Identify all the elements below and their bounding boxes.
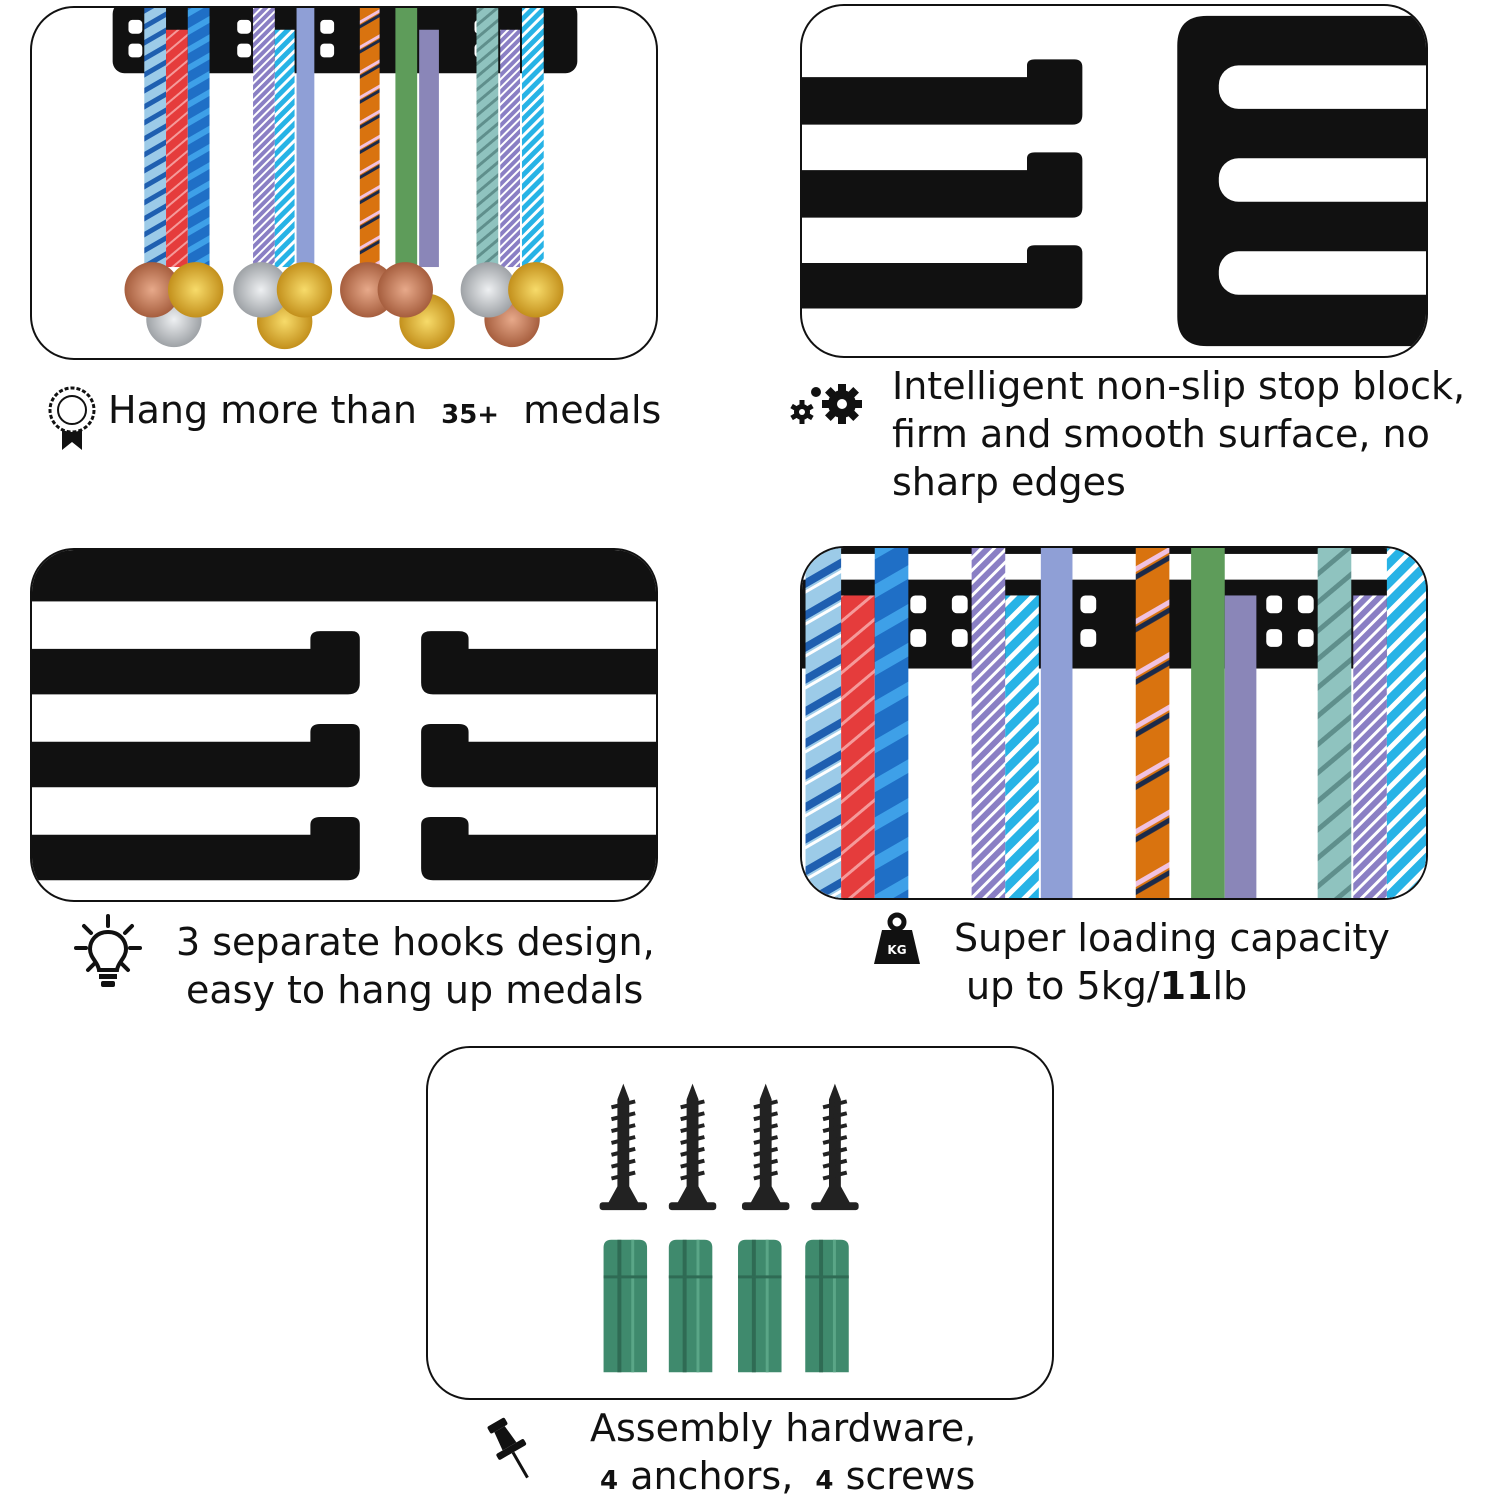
hooks-caption-line-2: easy to hang up medals bbox=[186, 968, 644, 1012]
stop-block-caption-line-2: firm and smooth surface, no bbox=[892, 412, 1430, 456]
screws-count: 4 bbox=[815, 1466, 834, 1496]
hooks-caption: 3 separate hooks design, easy to hang up… bbox=[176, 918, 655, 1014]
medals-caption-before: Hang more than bbox=[108, 388, 418, 432]
stop-block-illustration bbox=[802, 15, 1426, 347]
kg-weight-icon: KG bbox=[872, 912, 922, 966]
hardware-caption-line-1: Assembly hardware, bbox=[590, 1406, 977, 1450]
hardware-caption: Assembly hardware, 4 anchors, 4 screws bbox=[590, 1404, 976, 1505]
medal-rosette-icon bbox=[46, 384, 98, 452]
kg-label: KG bbox=[887, 943, 906, 957]
stop-block-caption-line-3: sharp edges bbox=[892, 460, 1126, 504]
loading-capacity-panel bbox=[800, 546, 1428, 900]
capacity-caption-line-1: Super loading capacity bbox=[954, 916, 1390, 960]
hooks-closeup-panel bbox=[30, 548, 658, 902]
capacity-caption: Super loading capacity up to 5kg/11lb bbox=[954, 914, 1390, 1010]
hardware-caption-line-2: 4 anchors, 4 screws bbox=[590, 1452, 976, 1505]
capacity-caption-line-2: up to 5kg/11lb bbox=[954, 962, 1390, 1010]
capacity-caption-line-2-before: up to 5kg/ bbox=[966, 964, 1160, 1008]
screws-label: screws bbox=[845, 1454, 976, 1498]
medal-hanger-illustration bbox=[112, 8, 578, 350]
stop-block-caption: Intelligent non-slip stop block, firm an… bbox=[892, 362, 1465, 506]
medal-hanger-photo-panel bbox=[30, 6, 658, 360]
gears-icon bbox=[788, 380, 864, 428]
lightbulb-icon bbox=[72, 914, 144, 990]
hooks-illustration bbox=[32, 550, 656, 881]
pushpin-icon bbox=[486, 1414, 536, 1484]
medals-caption: Hang more than 35+ medals bbox=[108, 386, 661, 439]
capacity-pounds-value: 11 bbox=[1159, 964, 1213, 1008]
hardware-panel bbox=[426, 1046, 1054, 1400]
hardware-illustration bbox=[599, 1081, 861, 1373]
anchors-count: 4 bbox=[600, 1466, 619, 1496]
capacity-caption-line-2-after: lb bbox=[1212, 964, 1248, 1008]
ribbons-closeup-illustration bbox=[802, 548, 1426, 898]
medals-caption-after: medals bbox=[523, 388, 662, 432]
stop-block-closeup-panel bbox=[800, 4, 1428, 358]
anchors-label: anchors, bbox=[630, 1454, 794, 1498]
medals-count: 35+ bbox=[441, 400, 500, 430]
stop-block-caption-line-1: Intelligent non-slip stop block, bbox=[892, 364, 1466, 408]
hooks-caption-line-1: 3 separate hooks design, bbox=[176, 920, 655, 964]
